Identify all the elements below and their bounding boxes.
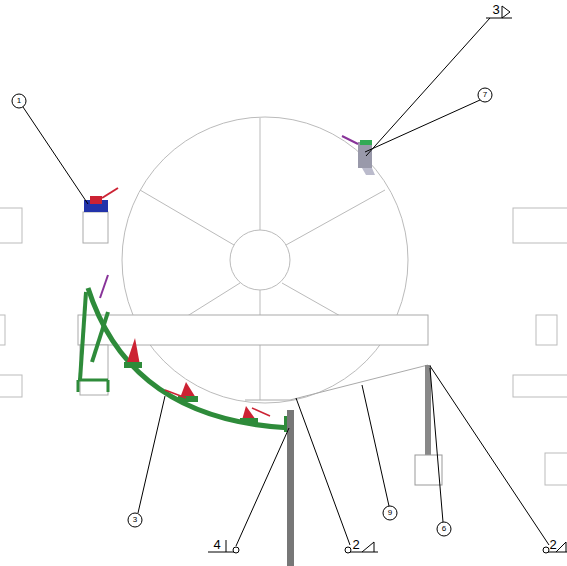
callout-number: 9 bbox=[388, 509, 392, 517]
section-mark: 3 bbox=[492, 3, 499, 16]
callout-number: 7 bbox=[483, 91, 487, 99]
section-mark: 4 bbox=[213, 538, 220, 551]
callout-number: 6 bbox=[442, 525, 446, 533]
weld-mark: 2 bbox=[352, 538, 359, 551]
callout-number: 3 bbox=[133, 516, 137, 524]
callout-number: 1 bbox=[17, 97, 21, 105]
weld-mark: 2 bbox=[549, 538, 556, 551]
